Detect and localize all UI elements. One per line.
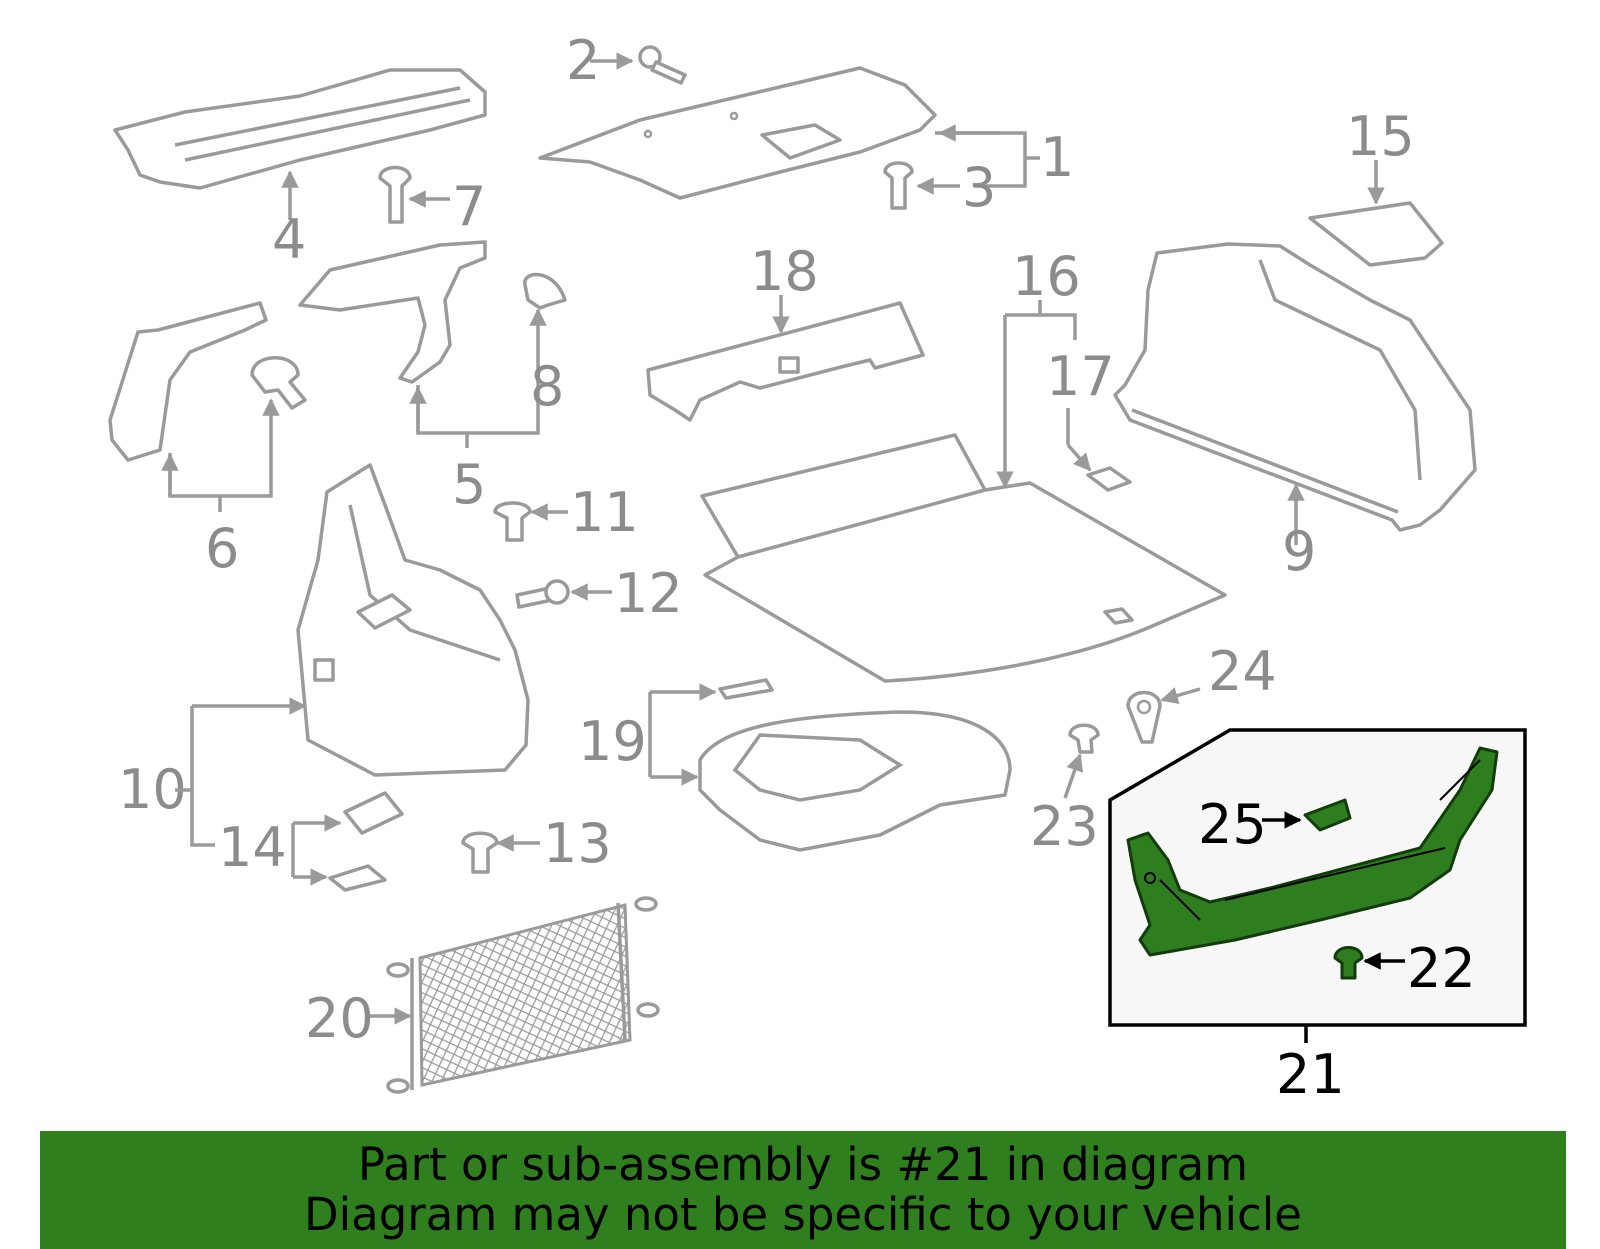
- callout-25: 25: [1198, 793, 1267, 856]
- callout-18: 18: [750, 240, 819, 303]
- callout-12: 12: [614, 562, 683, 625]
- part-1-package-tray: [538, 66, 937, 200]
- info-banner: Part or sub-assembly is #21 in diagram D…: [40, 1131, 1566, 1249]
- callout-17: 17: [1046, 345, 1115, 408]
- callout-22: 22: [1407, 937, 1476, 1000]
- callout-2: 2: [566, 29, 600, 92]
- callout-4: 4: [272, 208, 306, 271]
- clip-7: [378, 165, 412, 224]
- bolt-13: [461, 831, 499, 874]
- assembly-21-box[interactable]: [1108, 728, 1527, 1027]
- callout-15: 15: [1346, 105, 1415, 168]
- callout-1: 1: [1040, 126, 1074, 189]
- hook-24: [1126, 690, 1162, 744]
- part-21-rear-sill-plate: [1126, 746, 1499, 957]
- part-17-tag: [1086, 466, 1132, 492]
- bolt-12: [515, 579, 570, 609]
- callout-6: 6: [205, 517, 239, 580]
- banner-line-1: Part or sub-assembly is #21 in diagram: [357, 1138, 1249, 1191]
- bracket-6: [168, 398, 280, 498]
- leader-24: [1160, 687, 1201, 705]
- part-20-cargo-net: [386, 896, 660, 1094]
- clip-8: [523, 272, 567, 310]
- part-25-retainer: [1303, 798, 1352, 832]
- leader-17: [1066, 443, 1092, 472]
- part-4-shelf-panel: [113, 68, 487, 190]
- clip-23: [1068, 723, 1100, 754]
- bracket-16: [1005, 313, 1077, 340]
- callout-11: 11: [570, 481, 639, 544]
- callout-8: 8: [530, 355, 564, 418]
- part-6-wheel-trim: [108, 301, 268, 462]
- callout-16: 16: [1012, 245, 1081, 308]
- part-18-panel: [646, 301, 925, 422]
- callout-3: 3: [962, 156, 996, 219]
- callout-24: 24: [1208, 640, 1277, 703]
- part-10-side-trim: [296, 463, 530, 777]
- bolt-2: [638, 45, 687, 85]
- callout-7: 7: [452, 175, 486, 238]
- clip-3: [883, 161, 914, 210]
- callout-20: 20: [305, 987, 374, 1050]
- callout-21[interactable]: 21: [1276, 1043, 1345, 1106]
- part-14-retainers: [328, 791, 404, 892]
- callout-23: 23: [1030, 795, 1099, 858]
- callout-9: 9: [1282, 520, 1316, 583]
- callout-14: 14: [218, 816, 287, 879]
- callout-5: 5: [452, 453, 486, 516]
- part-5-side-trim: [298, 240, 487, 384]
- clip-6: [250, 356, 307, 410]
- callout-19: 19: [578, 710, 647, 773]
- part-15-cover: [1308, 201, 1444, 267]
- part-16-floor-mat: [700, 433, 1227, 683]
- leader-23: [1063, 753, 1084, 799]
- clip-22: [1333, 946, 1364, 980]
- bolt-11: [493, 501, 532, 542]
- bracket-10: [190, 706, 215, 847]
- part-19-tray: [698, 678, 1012, 852]
- callout-13: 13: [543, 812, 612, 875]
- banner-line-2: Diagram may not be specific to your vehi…: [304, 1188, 1302, 1241]
- part-9-trunk-side-trim: [1113, 242, 1477, 532]
